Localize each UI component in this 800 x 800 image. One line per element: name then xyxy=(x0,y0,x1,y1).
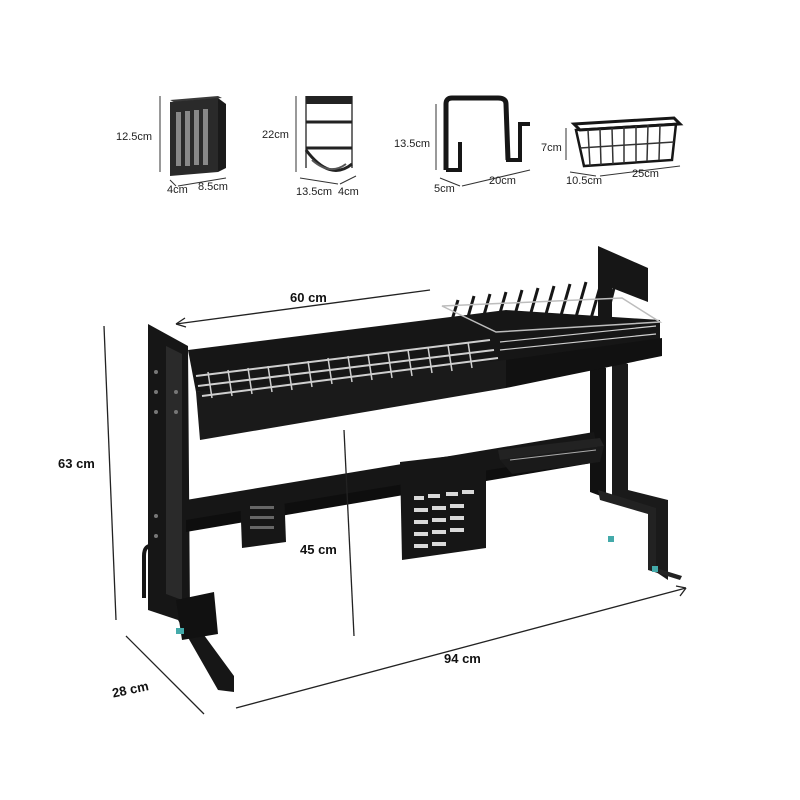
hanging-basket-width-label: 25cm xyxy=(632,168,659,180)
cutting-board-holder-height-label: 22cm xyxy=(262,129,289,141)
depth-label: 28 cm xyxy=(111,678,150,700)
pot-lid-rack-height-label: 13.5cm xyxy=(394,138,430,150)
pot-lid-rack-depth-label: 5cm xyxy=(434,183,455,195)
inner-height-label: 45 cm xyxy=(300,542,337,557)
utensil-holder-width-label: 8.5cm xyxy=(198,181,228,193)
hanging-basket-illustration xyxy=(565,116,684,177)
utensil-holder-height-label: 12.5cm xyxy=(116,131,152,143)
cutting-board-holder-depth-label: 4cm xyxy=(338,186,359,198)
hanging-basket-depth-label: 10.5cm xyxy=(566,175,602,187)
pot-lid-rack-width-label: 20cm xyxy=(489,175,516,187)
total-width-label: 94 cm xyxy=(444,651,481,666)
cutting-board-holder-illustration xyxy=(295,96,357,185)
cutting-board-holder-width-label: 13.5cm xyxy=(296,186,332,198)
total-height-label: 63 cm xyxy=(58,456,95,471)
pot-lid-rack-illustration xyxy=(435,95,531,187)
dish-rack-illustration xyxy=(142,246,682,692)
hanging-basket-height-label: 7cm xyxy=(541,142,562,154)
utensil-holder-depth-label: 4cm xyxy=(167,184,188,196)
utensil-holder-illustration xyxy=(159,96,227,187)
top-tray-length-label: 60 cm xyxy=(290,290,327,305)
dimension-lines xyxy=(103,289,687,715)
